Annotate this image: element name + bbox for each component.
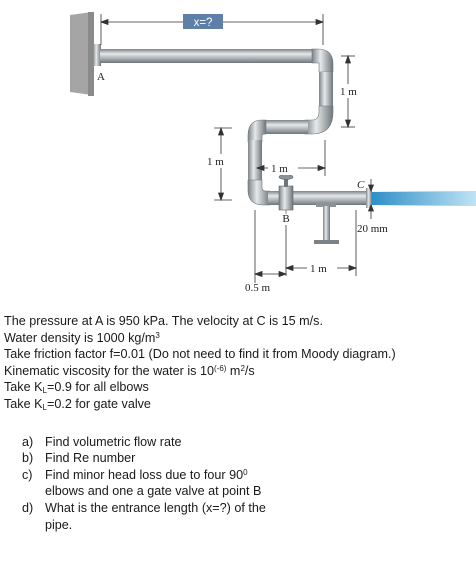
elbow-middle-left	[247, 119, 267, 143]
given-viscosity-tail: /s	[244, 363, 255, 378]
label-a: A	[97, 71, 105, 83]
question-text: Find Re number	[45, 451, 136, 466]
question-letter: c)	[22, 467, 33, 482]
elbow-bottom-left	[247, 179, 271, 206]
elbow-top-right	[311, 48, 334, 73]
question-item: c) Find minor head loss due to four 900 …	[22, 467, 474, 500]
pipe-top	[100, 49, 318, 63]
kl-valve-prefix: Take K	[4, 396, 43, 411]
kl-valve-sub: L	[42, 402, 47, 412]
pipe-left-vertical	[248, 140, 262, 182]
gate-valve	[278, 174, 294, 211]
water-jet	[372, 191, 476, 206]
label-dim-05m: 0.5 m	[245, 282, 271, 294]
dimension-right-1m	[341, 54, 355, 129]
question-letter: a)	[22, 434, 34, 449]
kl-valve-suffix: =0.2 for gate valve	[46, 396, 151, 411]
given-viscosity-unit: m	[226, 363, 241, 378]
given-viscosity-unit-exp: 2	[240, 363, 245, 373]
question-list: a) Find volumetric flow rate b) Find Re …	[22, 434, 474, 534]
problem-text: The pressure at A is 950 kPa. The veloci…	[4, 313, 474, 533]
given-pressure: The pressure at A is 950 kPa. The veloci…	[4, 314, 323, 328]
question-letter: b)	[22, 451, 34, 466]
wall	[70, 12, 94, 96]
label-dim-middle: 1 m	[271, 163, 288, 175]
question-text-line2: pipe.	[45, 517, 73, 532]
question-item: a) Find volumetric flow rate	[22, 434, 474, 451]
label-dim-bottom: 1 m	[310, 263, 327, 275]
wall-flange	[93, 44, 101, 66]
label-c: C	[357, 179, 365, 191]
outlet-flange	[366, 188, 372, 208]
given-friction: Take friction factor f=0.01 (Do not need…	[4, 347, 396, 362]
label-dim-right: 1 m	[340, 86, 357, 98]
question-text: Find minor head loss due to four 90	[45, 467, 244, 482]
question-text: Find volumetric flow rate	[45, 434, 182, 449]
pipe-right-vertical	[319, 72, 333, 110]
kl-elbow-sub: L	[42, 386, 47, 396]
given-kl-valve: Take KL=0.2 for gate valve	[4, 396, 474, 413]
dimension-20mm	[367, 179, 375, 219]
given-viscosity-text: Kinematic viscosity for the water is 10	[4, 363, 214, 378]
dimension-05m	[253, 210, 288, 283]
x-label: x=?	[194, 17, 213, 29]
label-20mm: 20 mm	[357, 223, 388, 235]
label-dim-left: 1 m	[207, 156, 224, 168]
given-viscosity-exp: (-6)	[213, 363, 227, 373]
given-kl-elbow: Take KL=0.9 for all elbows	[4, 379, 474, 396]
given-density: Water density is 1000 kg/m3	[4, 330, 474, 347]
dimension-left-1m	[214, 126, 232, 202]
kl-elbow-prefix: Take K	[4, 380, 43, 395]
dimension-bottom-1m	[284, 210, 358, 276]
x-label-box	[183, 14, 223, 29]
given-density-exp: 3	[155, 330, 160, 340]
question-letter: d)	[22, 500, 34, 515]
given-viscosity: Kinematic viscosity for the water is 10(…	[4, 363, 474, 380]
label-b: B	[282, 213, 289, 225]
elbow-right-lower	[304, 105, 334, 135]
question-text: What is the entrance length (x=?) of the	[45, 500, 266, 515]
pipe-system-figure: x=? A B C 20 mm	[70, 12, 476, 294]
given-density-text: Water density is 1000 kg/m	[4, 330, 156, 345]
question-item: d) What is the entrance length (x=?) of …	[22, 500, 474, 533]
pipe-middle	[262, 120, 308, 134]
pipe-support	[314, 203, 339, 244]
question-item: b) Find Re number	[22, 450, 474, 467]
kl-elbow-suffix: =0.9 for all elbows	[46, 380, 149, 395]
question-degree-sup: 0	[243, 467, 248, 477]
question-text-line2: elbows and one a gate valve at point B	[45, 484, 262, 499]
